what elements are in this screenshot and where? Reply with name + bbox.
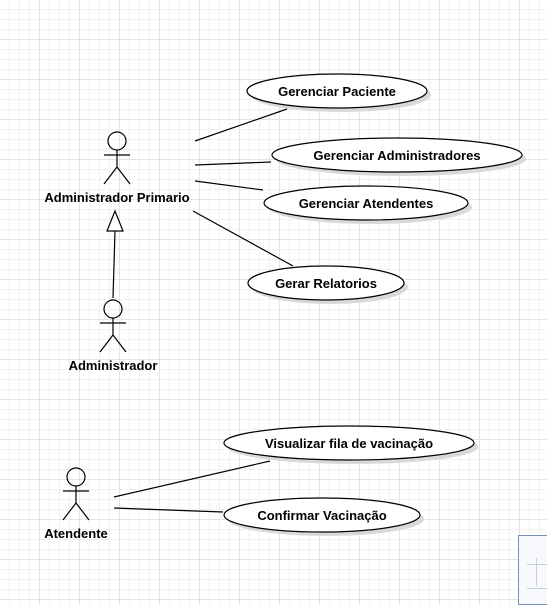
actor-leg-left [103,166,118,185]
generalization-arrow[interactable] [106,209,124,299]
generalization-arrowhead [106,209,124,232]
outline-rule [527,564,547,565]
actor-atendente[interactable]: Atendente [44,467,108,541]
use-case-ellipse [223,425,475,461]
outline-tick [536,558,537,586]
actor-head [66,467,86,487]
use-case-gerenciar-administradores[interactable]: Gerenciar Administradores [271,137,526,176]
outline-rule [527,588,547,589]
use-case-label: Visualizar fila de vacinação [265,436,433,451]
use-case-gerenciar-atendentes[interactable]: Gerenciar Atendentes [263,185,472,224]
actor-administrador-primario[interactable]: Administrador Primario [44,131,190,205]
actor-leg-left [62,502,77,521]
use-case-ellipse [247,265,405,301]
use-case-gerenciar-paciente[interactable]: Gerenciar Paciente [246,73,431,112]
use-case-visualizar-fila[interactable]: Visualizar fila de vacinação [223,425,478,464]
association-gerar-relatorios[interactable] [192,210,294,267]
actor-leg-right [112,334,127,353]
use-case-ellipse [246,73,428,109]
actor-leg-right [116,166,131,185]
association-gerenciar-paciente[interactable] [194,108,288,142]
actor-label: Administrador [69,358,158,373]
use-case-label: Gerenciar Paciente [278,84,396,99]
actor-leg-left [99,334,114,353]
actor-leg-right [75,502,90,521]
use-case-ellipse [271,137,523,173]
association-visualizar-fila[interactable] [113,460,271,498]
actor-administrador[interactable]: Administrador [69,299,158,373]
association-gerenciar-administradores[interactable] [194,161,272,166]
actor-head [107,131,127,151]
use-case-ellipse [223,497,421,533]
actor-head [103,299,123,319]
actor-label: Administrador Primario [44,190,189,205]
association-confirmar-vacinacao[interactable] [113,507,224,513]
use-case-label: Gerar Relatorios [275,276,377,291]
outline-panel[interactable] [518,535,547,605]
use-case-ellipse [263,185,469,221]
use-case-label: Gerenciar Administradores [313,148,480,163]
use-case-confirmar-vacinacao[interactable]: Confirmar Vacinação [223,497,424,536]
association-gerenciar-atendentes[interactable] [194,180,264,191]
use-case-label: Confirmar Vacinação [257,508,386,523]
generalization-line [112,230,116,299]
use-case-label: Gerenciar Atendentes [299,196,434,211]
actor-label: Atendente [44,526,108,541]
use-case-gerar-relatorios[interactable]: Gerar Relatorios [247,265,408,304]
